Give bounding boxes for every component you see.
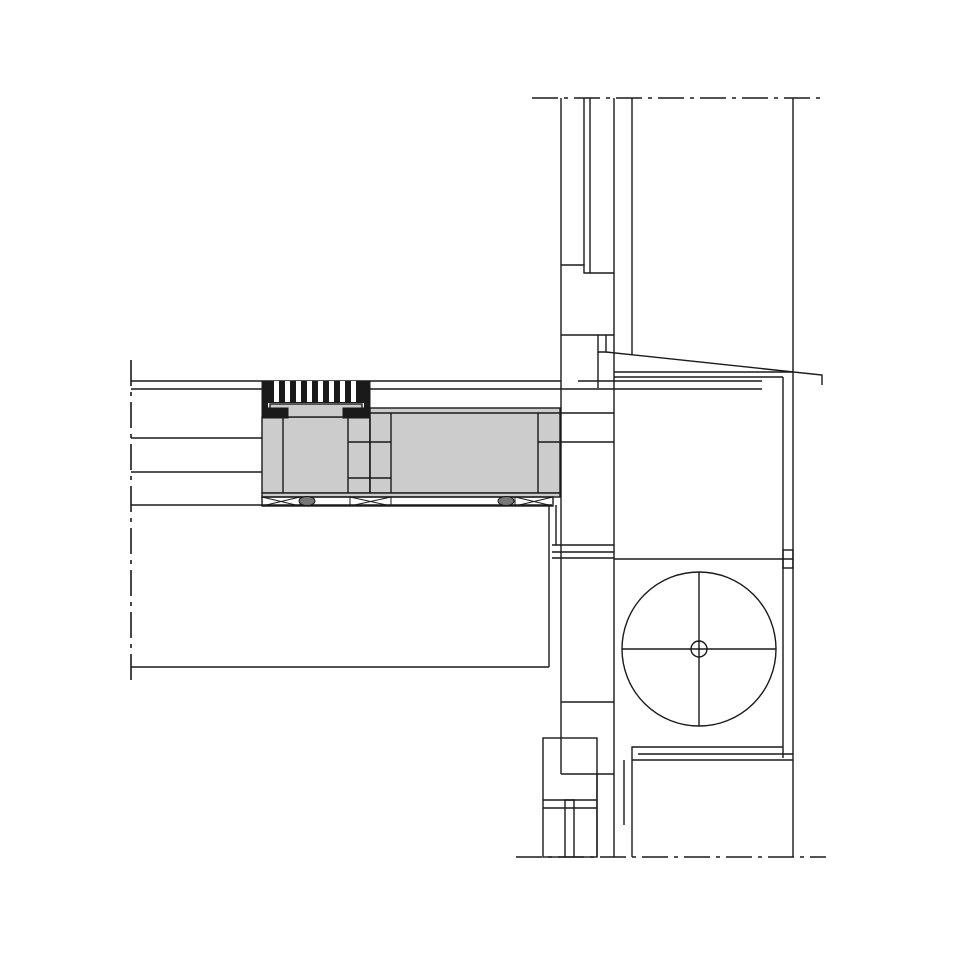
sill-insulation [261, 407, 561, 498]
upper-frame [560, 98, 823, 857]
cross-box-icon [261, 496, 554, 507]
circle-crosshair-icon [621, 571, 777, 727]
roller-shutter-axle [690, 640, 708, 658]
vertical-slat-grille-icon [261, 380, 371, 419]
insulation-panel-left [261, 416, 371, 494]
roller-shutter-box [614, 549, 794, 857]
floor-slab [131, 380, 561, 668]
lower-frame [542, 505, 614, 858]
hatched-oval-icon [298, 496, 515, 506]
insulation-panel-right [369, 407, 561, 494]
sill-fixings [261, 496, 554, 507]
